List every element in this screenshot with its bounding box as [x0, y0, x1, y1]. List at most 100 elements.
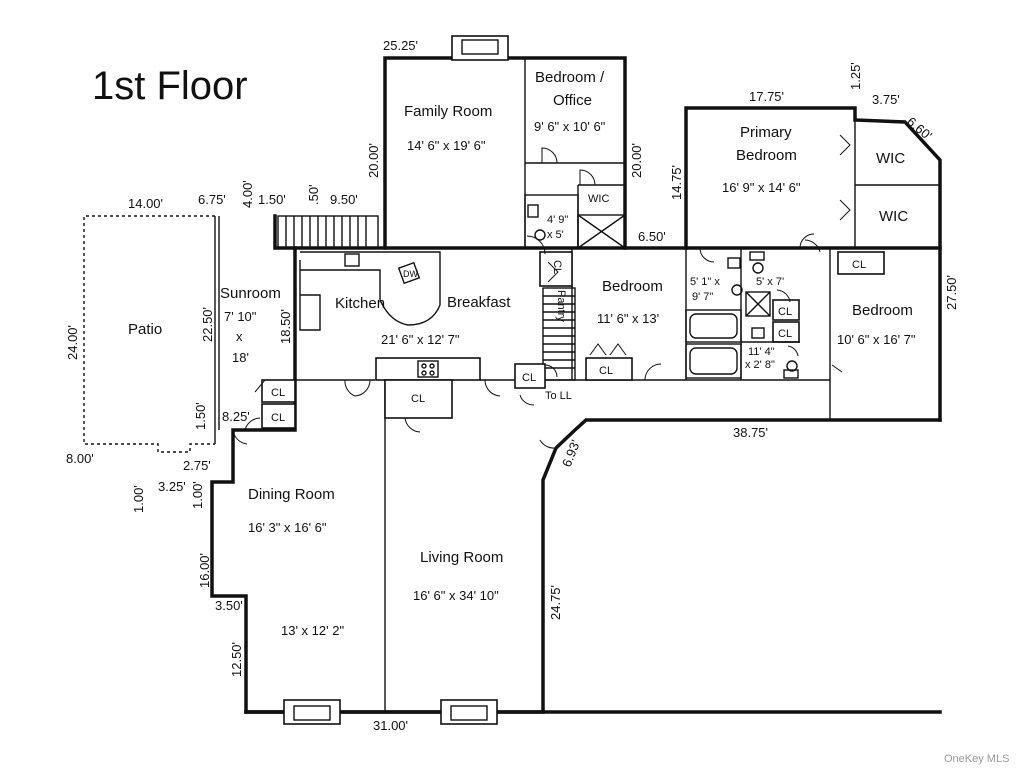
dining-name: Dining Room [248, 486, 335, 503]
office-name-2: Office [553, 92, 592, 109]
family-room-size: 14' 6" x 19' 6" [407, 138, 486, 153]
closet-label: CL [411, 393, 425, 405]
bedroom2-size: 11' 6" x 13' [597, 311, 659, 326]
closet-label: CL [271, 387, 285, 399]
dim-16-00: 16.00' [197, 553, 212, 588]
closet-dining [384, 379, 453, 419]
watermark: OneKey MLS [944, 753, 1009, 765]
bath1-size-2: x 5' [547, 229, 564, 241]
floor-title: 1st Floor [92, 64, 248, 108]
dim-20-00-b: 20.00' [629, 143, 644, 178]
bedroom3-size: 10' 6" x 16' 7" [837, 332, 916, 347]
bedroom2-name: Bedroom [602, 278, 663, 295]
dim-14-00: 14.00' [128, 196, 163, 211]
closet-sun-2 [261, 403, 296, 429]
kitchen-counters [299, 251, 481, 381]
dim-6-75: 6.75' [198, 192, 226, 207]
wic-label-3: WIC [588, 193, 609, 205]
family-room-wall [383, 56, 627, 250]
sunroom-size-3: 18' [232, 350, 249, 365]
closet-bed3 [837, 251, 885, 275]
kitchen-name: Kitchen [335, 295, 385, 312]
pantry-label: Pantry [555, 290, 567, 322]
primary-name-2: Bedroom [736, 147, 797, 164]
fireplace-dining-inner [293, 705, 331, 721]
fireplace-living-inner [450, 705, 488, 721]
dim-24-00: 24.00' [65, 325, 80, 360]
dim-31-00: 31.00' [373, 718, 408, 733]
primary-name-1: Primary [740, 124, 792, 141]
closet-bath-1 [772, 299, 800, 321]
family-room-name: Family Room [404, 103, 492, 120]
dim-24-75: 24.75' [548, 585, 563, 620]
dim-2-75: 2.75' [183, 458, 211, 473]
dim-1-25: 1.25' [848, 62, 863, 90]
dim-38-75: 38.75' [733, 425, 768, 440]
primary-size: 16' 9" x 14' 6" [722, 180, 801, 195]
closet-label: CL [522, 372, 536, 384]
closet-sun-1 [261, 379, 296, 403]
breakfast-size: 21' 6" x 12' 7" [381, 332, 460, 347]
patio-outline [83, 215, 215, 453]
dim-4-00: 4.00' [240, 180, 255, 208]
dining-size-2: 13' x 12' 2" [281, 623, 344, 638]
dishwasher-label: DW [403, 269, 418, 279]
bath2-size-2: 9' 7" [692, 291, 713, 303]
bath4-size-2: x 2' 8" [745, 359, 775, 371]
deck-stairs [277, 215, 379, 249]
closet-label: CL [271, 412, 285, 424]
dim-22-50: 22.50' [200, 307, 215, 342]
living-size: 16' 6" x 34' 10" [413, 588, 499, 603]
dim-3-75: 3.75' [872, 92, 900, 107]
patio-name: Patio [128, 321, 162, 338]
closet-label: CL [852, 259, 866, 271]
living-right-wall [541, 418, 942, 714]
bath-family [524, 194, 626, 249]
dim-6-50: 6.50' [638, 229, 666, 244]
dim-1-50-a: 1.50' [258, 192, 286, 207]
east-wall [684, 106, 942, 422]
dim-8-25: 8.25' [222, 409, 250, 424]
sunroom-size-1: 7' 10" [224, 309, 257, 324]
dim-27-50: 27.50' [944, 275, 959, 310]
dim-1-00-a: 1.00' [131, 485, 146, 513]
bath2-size-1: 5' 1" x [690, 276, 720, 288]
bedroom3-name: Bedroom [852, 302, 913, 319]
dim-9-50: 9.50' [330, 192, 358, 207]
dim-20-00-a: 20.00' [366, 143, 381, 178]
dim-50: .50' [306, 184, 321, 205]
dim-8-00: 8.00' [66, 451, 94, 466]
closet-bed2 [585, 357, 633, 381]
dim-14-75: 14.75' [669, 165, 684, 200]
closet-label: CL [778, 328, 792, 340]
closet-label: CL [551, 260, 563, 274]
bath3-size: 5' x 7' [756, 276, 784, 288]
door-swings [232, 134, 851, 449]
living-name: Living Room [420, 549, 503, 566]
closet-label: CL [599, 365, 613, 377]
closet-label: CL [778, 306, 792, 318]
sunroom-size-2: x [236, 329, 243, 344]
bath1-size-1: 4' 9" [547, 214, 568, 226]
closet-stairs [514, 363, 546, 389]
dim-18-50: 18.50' [278, 309, 293, 344]
dim-3-25: 3.25' [158, 479, 186, 494]
bath4-size-1: 11' 4" [748, 346, 775, 358]
basement-stairs [542, 287, 576, 381]
office-name-1: Bedroom / [535, 69, 605, 86]
dim-12-50: 12.50' [229, 642, 244, 677]
breakfast-name: Breakfast [447, 294, 511, 311]
sunroom-name: Sunroom [220, 285, 281, 302]
dim-17-75: 17.75' [749, 89, 784, 104]
to-ll-label: To LL [545, 390, 572, 402]
dining-size: 16' 3" x 16' 6" [248, 520, 327, 535]
office-size: 9' 6" x 10' 6" [534, 119, 606, 134]
wic-label-1: WIC [876, 150, 905, 167]
closet-pantry [539, 251, 573, 287]
fireplace-family-inner [461, 39, 499, 55]
dim-3-50: 3.50' [215, 598, 243, 613]
bath-primary [685, 248, 800, 380]
wic-label-2: WIC [879, 208, 908, 225]
dim-1-00-b: 1.00' [190, 481, 205, 509]
